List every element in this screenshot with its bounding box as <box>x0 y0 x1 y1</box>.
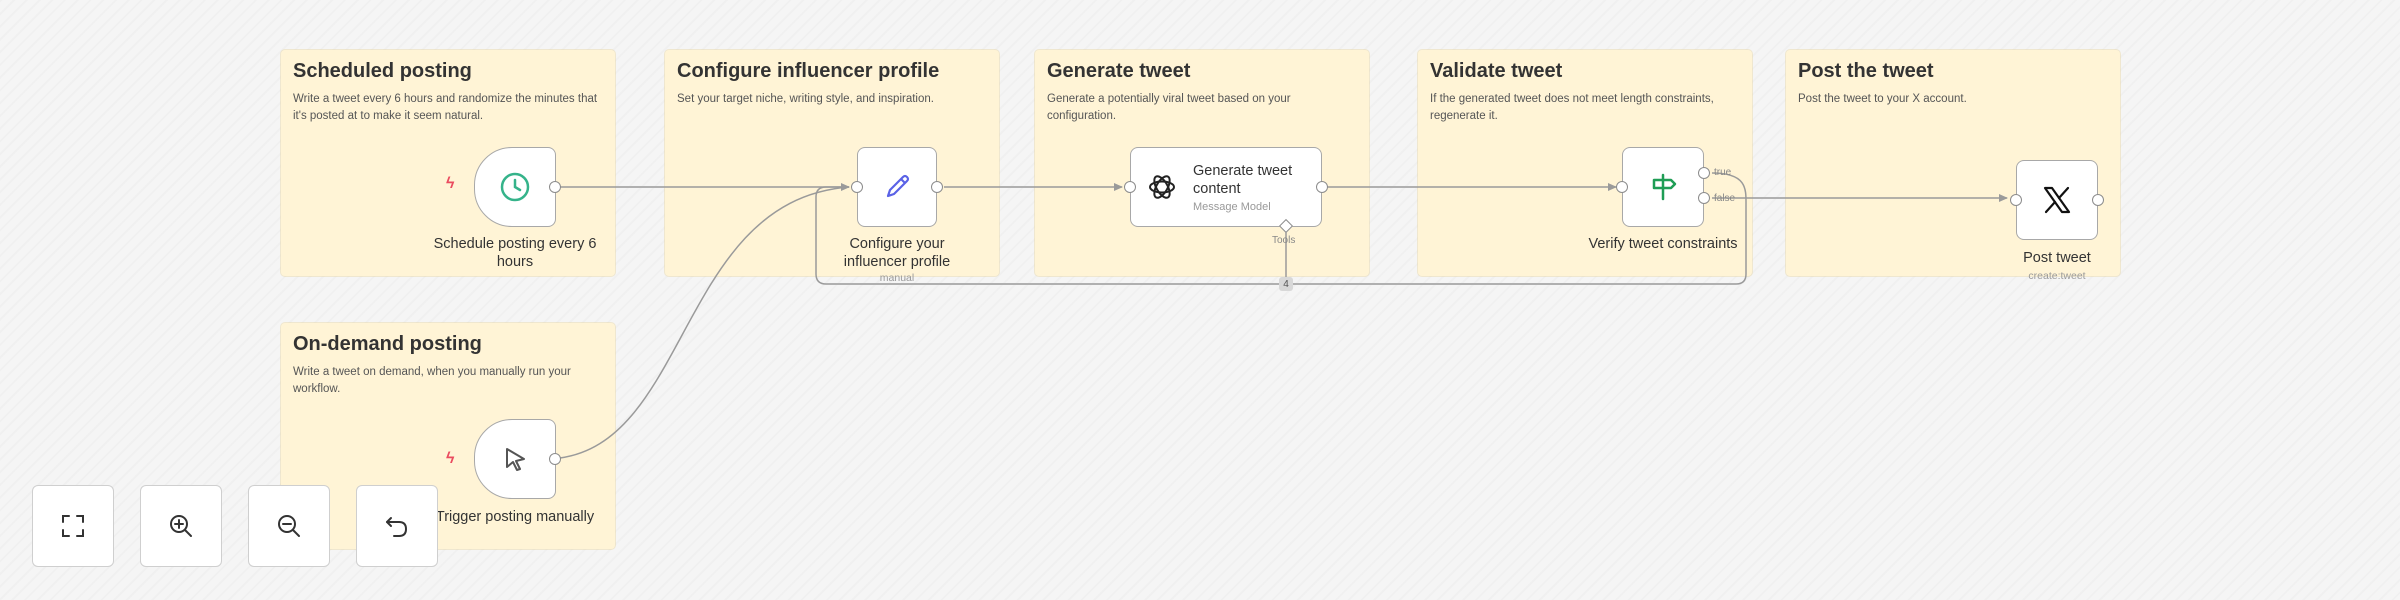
output-handle[interactable] <box>549 181 561 193</box>
fullscreen-icon <box>62 515 84 537</box>
node-post-tweet[interactable] <box>2016 160 2098 240</box>
loop-badge[interactable]: 4 <box>1279 277 1293 291</box>
node-generate-tweet[interactable]: Generate tweet content Message Model <box>1130 147 1322 227</box>
x-logo-icon <box>2043 186 2071 214</box>
zoom-out-icon <box>278 515 300 537</box>
sticky-description: Set your target niche, writing style, an… <box>677 93 934 105</box>
cursor-icon <box>506 448 525 471</box>
zoom-out-button[interactable] <box>248 485 330 567</box>
true-port-label: true <box>1714 167 1732 178</box>
sticky-on-demand-posting[interactable]: On-demand posting Write a tweet on deman… <box>281 323 615 549</box>
reset-zoom-button[interactable] <box>356 485 438 567</box>
sticky-title: Validate tweet <box>1430 60 1563 82</box>
sticky-title: Scheduled posting <box>293 60 472 82</box>
output-handle-false[interactable] <box>1698 192 1710 204</box>
node-label: Configure your influencer profile <box>843 236 951 270</box>
undo-icon <box>386 517 408 537</box>
false-port-label: false <box>1714 193 1736 204</box>
output-handle-true[interactable] <box>1698 167 1710 179</box>
sticky-title: On-demand posting <box>293 333 482 355</box>
tools-label: Tools <box>1272 235 1296 246</box>
node-name: Generate tweet content <box>1193 162 1293 197</box>
sticky-description: Post the tweet to your X account. <box>1798 93 1967 105</box>
node-subtitle: create:tweet <box>2028 270 2086 282</box>
output-handle[interactable] <box>931 181 943 193</box>
node-subtitle: Message Model <box>1193 200 1271 213</box>
node-schedule-trigger[interactable] <box>474 147 556 227</box>
node-label: Trigger posting manually <box>435 509 595 525</box>
input-handle[interactable] <box>1124 181 1136 193</box>
openai-icon <box>1149 175 1175 199</box>
trigger-bolt-icon: ϟ <box>446 175 455 192</box>
sticky-scheduled-posting[interactable]: Scheduled posting Write a tweet every 6 … <box>281 50 615 276</box>
sticky-description: Write a tweet on demand, when you manual… <box>293 366 571 395</box>
pencil-icon <box>886 174 910 198</box>
signpost-icon <box>1652 173 1677 201</box>
sticky-description: Generate a potentially viral tweet based… <box>1047 93 1291 122</box>
node-subtitle: manual <box>879 272 915 284</box>
output-handle[interactable] <box>549 453 561 465</box>
node-verify-constraints[interactable] <box>1622 147 1704 227</box>
sticky-description: Write a tweet every 6 hours and randomiz… <box>293 93 598 122</box>
sticky-title: Configure influencer profile <box>677 60 940 82</box>
input-handle[interactable] <box>1616 181 1628 193</box>
fit-view-button[interactable] <box>32 485 114 567</box>
node-label: Post tweet <box>2023 250 2091 266</box>
clock-icon <box>500 172 530 202</box>
node-configure-profile[interactable] <box>857 147 937 227</box>
output-handle[interactable] <box>1316 181 1328 193</box>
zoom-in-button[interactable] <box>140 485 222 567</box>
sticky-title: Post the tweet <box>1798 60 1934 82</box>
node-label: Schedule posting every 6 hours <box>433 236 597 270</box>
node-manual-trigger[interactable] <box>474 419 556 499</box>
trigger-bolt-icon: ϟ <box>446 450 455 467</box>
zoom-in-icon <box>170 515 192 537</box>
sticky-title: Generate tweet <box>1047 60 1191 82</box>
output-handle[interactable] <box>2092 194 2104 206</box>
node-label: Verify tweet constraints <box>1588 236 1738 252</box>
input-handle[interactable] <box>851 181 863 193</box>
connection-manual-to-configure <box>559 186 850 459</box>
sticky-description: If the generated tweet does not meet len… <box>1430 93 1714 122</box>
sticky-configure-profile[interactable]: Configure influencer profile Set your ta… <box>665 50 999 276</box>
input-handle[interactable] <box>2010 194 2022 206</box>
